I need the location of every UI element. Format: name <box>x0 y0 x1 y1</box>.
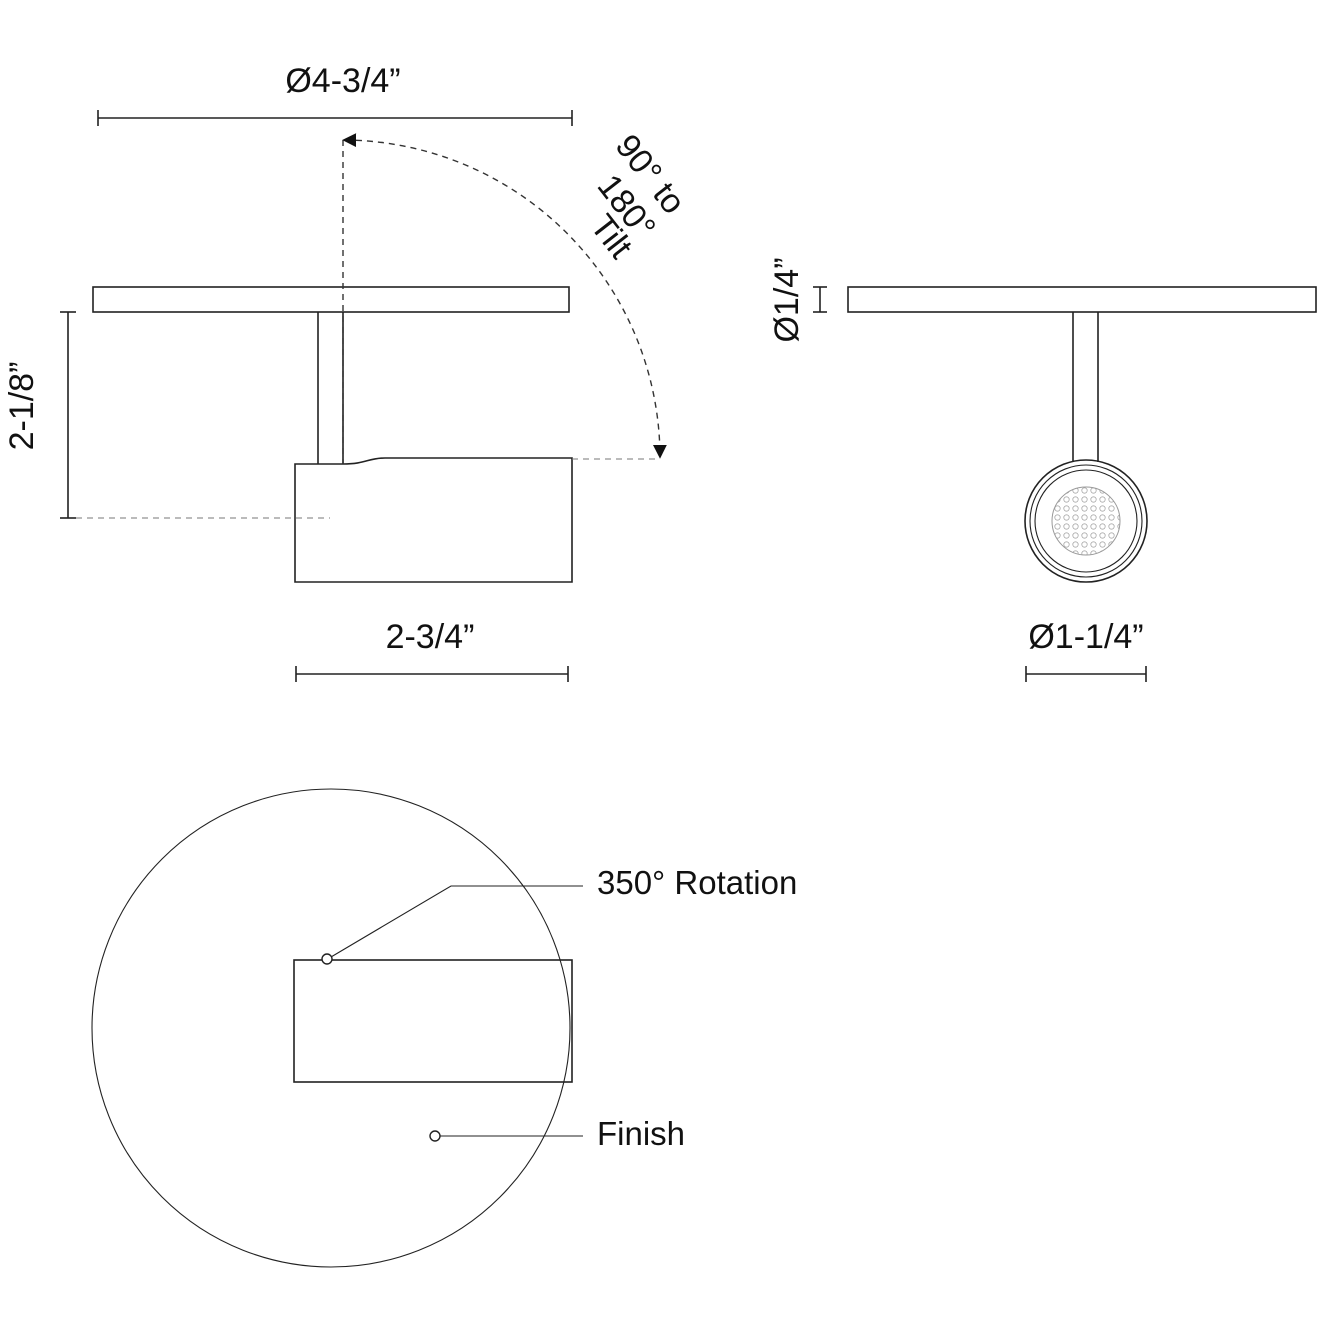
tilt-range-label: 90° to 180° Tilt <box>583 128 693 267</box>
finish-callout: Finish <box>429 1115 685 1152</box>
front-canopy-plate <box>847 286 1317 313</box>
canopy-plate <box>92 286 570 313</box>
canopy-thickness-label: Ø1/4” <box>768 257 806 342</box>
height-label: 2-1/8” <box>3 362 41 451</box>
top-lamp-head <box>293 959 573 1083</box>
canopy-diameter-dimension: Ø4-3/4” <box>97 62 573 126</box>
canopy-thickness-dimension: Ø1/4” <box>768 257 827 343</box>
head-diameter-dimension: Ø1-1/4” <box>1025 618 1147 682</box>
lens-grid <box>1051 486 1121 556</box>
rotation-callout: 350° Rotation <box>321 864 797 965</box>
lamp-head-front <box>1024 459 1148 583</box>
head-diameter-label: Ø1-1/4” <box>1028 618 1143 656</box>
side-view: Ø4-3/4” 90° to 180° Tilt 2-1/8” <box>3 62 693 682</box>
head-length-dimension: 2-3/4” <box>295 618 569 682</box>
front-stem <box>1072 312 1099 462</box>
front-view: Ø1/4” Ø1-1/4” <box>768 257 1317 682</box>
rotation-label: 350° Rotation <box>597 864 797 901</box>
lamp-head <box>294 457 573 583</box>
tilt-arc <box>342 133 667 459</box>
canopy-circle <box>91 788 571 1268</box>
height-dimension: 2-1/8” <box>3 311 330 519</box>
top-view: 350° Rotation Finish <box>91 788 797 1268</box>
head-length-label: 2-3/4” <box>386 618 475 656</box>
stem <box>317 312 344 464</box>
canopy-diameter-label: Ø4-3/4” <box>285 62 400 100</box>
finish-label: Finish <box>597 1115 685 1152</box>
